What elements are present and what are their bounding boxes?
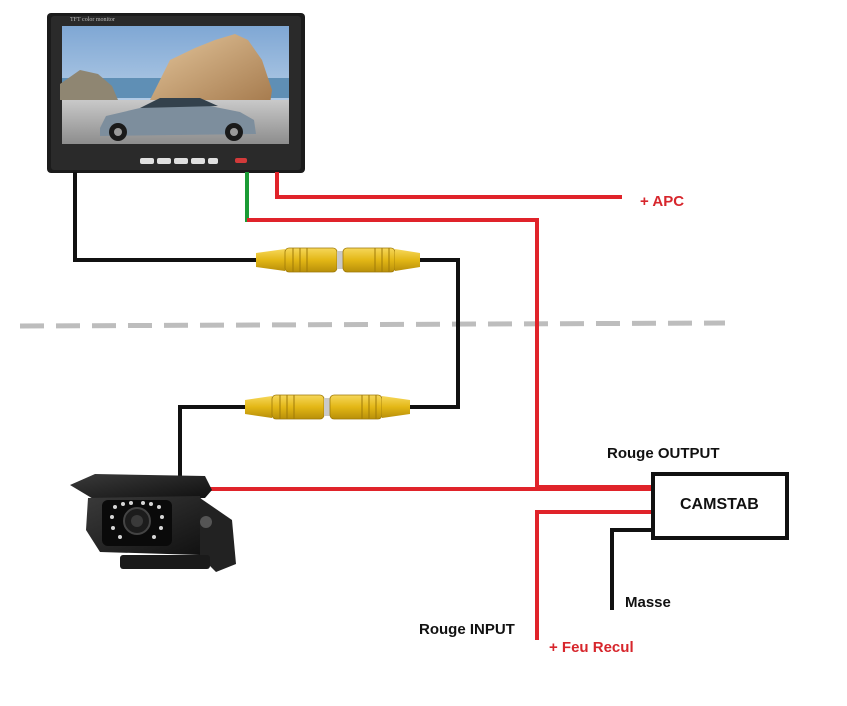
camstab-label: CAMSTAB	[680, 496, 759, 513]
tft-monitor: TFT color monitor	[47, 13, 305, 173]
rca-connector-top	[256, 247, 420, 273]
video-cable-top	[73, 172, 258, 262]
video-cable-bottom	[178, 405, 248, 478]
rock-image	[150, 34, 272, 104]
rouge-output-label: Rouge OUTPUT	[607, 445, 720, 462]
camera-ir-leds	[110, 501, 164, 539]
rca-connector-bottom	[245, 394, 410, 420]
video-cable-right	[410, 258, 460, 409]
masse-label: Masse	[625, 594, 671, 611]
car-image	[100, 98, 256, 141]
camstab-box	[651, 472, 789, 540]
apc-label: + APC	[640, 193, 684, 210]
rouge-input-red-wire	[535, 510, 655, 640]
monitor-brand-text: TFT color monitor	[70, 17, 115, 23]
feu-recul-label: + Feu Recul	[549, 639, 634, 656]
masse-black-wire	[610, 528, 655, 610]
rear-camera	[70, 474, 236, 572]
separator-dashed-line	[19, 320, 726, 329]
camera-mount-screw	[200, 516, 212, 528]
monitor-buttons	[140, 158, 247, 164]
apc-red-wire	[275, 172, 622, 199]
rouge-input-label: Rouge INPUT	[419, 621, 515, 638]
